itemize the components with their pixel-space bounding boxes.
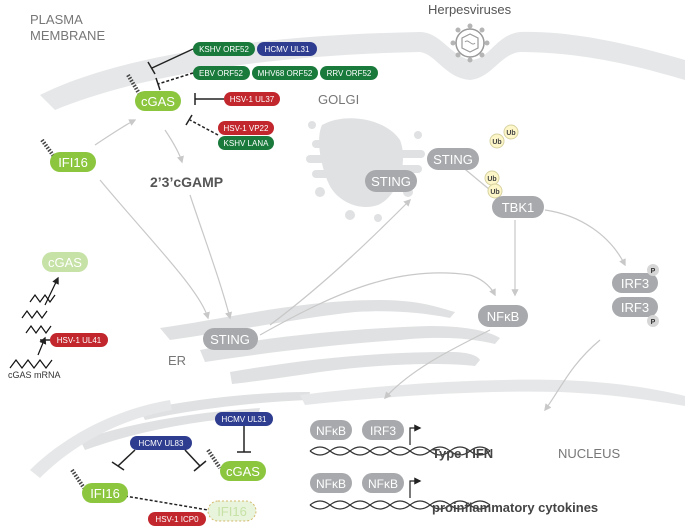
- irf3-dimer: IRF3 IRF3 P P: [612, 264, 659, 327]
- plasma-membrane-label-2: MEMBRANE: [30, 28, 105, 43]
- svg-text:STING: STING: [433, 152, 473, 167]
- svg-text:cGAS: cGAS: [141, 94, 175, 109]
- svg-text:HCMV UL31: HCMV UL31: [222, 415, 267, 424]
- svg-text:HSV-1 ICP0: HSV-1 ICP0: [155, 515, 199, 524]
- svg-text:NFκB: NFκB: [316, 424, 346, 438]
- svg-text:STING: STING: [371, 174, 411, 189]
- svg-text:HSV-1 UL41: HSV-1 UL41: [57, 336, 102, 345]
- herpesvirus-icon: [450, 23, 490, 63]
- svg-text:NFκB: NFκB: [487, 309, 520, 324]
- hsv1-ul41: HSV-1 UL41: [50, 333, 108, 347]
- sting-er: STING: [203, 328, 258, 350]
- plasma-membrane-label: PLASMA: [30, 12, 83, 27]
- cgamp-label: 2’3’cGAMP: [150, 174, 223, 190]
- svg-text:cGAS: cGAS: [48, 255, 82, 270]
- endoplasmic-reticulum: [80, 300, 500, 450]
- svg-text:HSV-1 VP22: HSV-1 VP22: [224, 124, 269, 133]
- gene-proinflammatory: NFκB NFκB: [309, 473, 491, 510]
- pathway-arrows: [94, 119, 626, 412]
- svg-text:NFκB: NFκB: [368, 477, 398, 491]
- svg-text:IFI16: IFI16: [58, 155, 88, 170]
- inhibition-lines-top: [147, 48, 224, 136]
- cgas-top: cGAS: [126, 73, 181, 111]
- svg-text:HCMV UL83: HCMV UL83: [139, 439, 184, 448]
- er-label: ER: [168, 353, 186, 368]
- svg-text:TBK1: TBK1: [502, 200, 535, 215]
- nfkb: NFκB: [478, 305, 528, 327]
- svg-text:KSHV LANA: KSHV LANA: [224, 139, 270, 148]
- nuclear-envelope-lower: [30, 400, 172, 478]
- svg-text:IRF3: IRF3: [370, 424, 396, 438]
- ifi16-left: IFI16: [40, 138, 96, 172]
- inhibition-lines-bottom: [111, 426, 251, 511]
- svg-text:HCMV UL31: HCMV UL31: [265, 45, 310, 54]
- svg-text:P: P: [651, 268, 656, 275]
- svg-text:IRF3: IRF3: [621, 276, 649, 291]
- svg-text:IFI16: IFI16: [90, 486, 120, 501]
- svg-text:MHV68 ORF52: MHV68 ORF52: [258, 69, 313, 78]
- svg-text:IRF3: IRF3: [621, 300, 649, 315]
- ifi16-degraded: IFI16: [207, 500, 257, 522]
- nuclear-envelope: [300, 379, 685, 406]
- herpesviruses-label: Herpesviruses: [428, 2, 512, 17]
- ubiquitin-icon: Ub Ub Ub Ub: [484, 124, 519, 199]
- ifi16-bottom: IFI16: [70, 468, 128, 503]
- svg-text:IFI16: IFI16: [217, 504, 247, 519]
- svg-text:HSV-1 UL37: HSV-1 UL37: [230, 95, 275, 104]
- sting-ubiquitinated: STING: [427, 148, 479, 170]
- svg-text:EBV ORF52: EBV ORF52: [199, 69, 244, 78]
- sting-golgi: STING: [365, 170, 417, 192]
- gene-type1-ifn: NFκB IRF3: [309, 420, 491, 456]
- svg-text:cGAS: cGAS: [226, 464, 260, 479]
- proinflammatory-label: proinflammatory cytokines: [432, 500, 598, 515]
- golgi-label: GOLGI: [318, 92, 359, 107]
- type1-ifn-label: Type I IFN: [432, 446, 493, 461]
- svg-text:P: P: [651, 319, 656, 326]
- cgas-faded: cGAS: [42, 252, 88, 272]
- cgas-mrna-icon: [9, 293, 56, 369]
- svg-text:STING: STING: [210, 332, 250, 347]
- svg-text:NFκB: NFκB: [316, 477, 346, 491]
- svg-text:RRV ORF52: RRV ORF52: [327, 69, 372, 78]
- tbk1: TBK1: [492, 196, 544, 218]
- svg-text:KSHV ORF52: KSHV ORF52: [199, 45, 249, 54]
- nucleus-label: NUCLEUS: [558, 446, 620, 461]
- svg-text:Ub: Ub: [487, 176, 496, 183]
- viral-inhibitors-top: KSHV ORF52 HCMV UL31 EBV ORF52 MHV68 ORF…: [193, 42, 378, 150]
- viral-inhibitors-bottom: HCMV UL31 HCMV UL83 HSV-1 ICP0: [130, 412, 273, 526]
- svg-text:Ub: Ub: [506, 130, 515, 137]
- cgas-bottom: cGAS: [206, 448, 266, 481]
- svg-text:Ub: Ub: [490, 189, 499, 196]
- svg-text:Ub: Ub: [492, 139, 501, 146]
- cgas-mrna-label: cGAS mRNA: [8, 370, 61, 380]
